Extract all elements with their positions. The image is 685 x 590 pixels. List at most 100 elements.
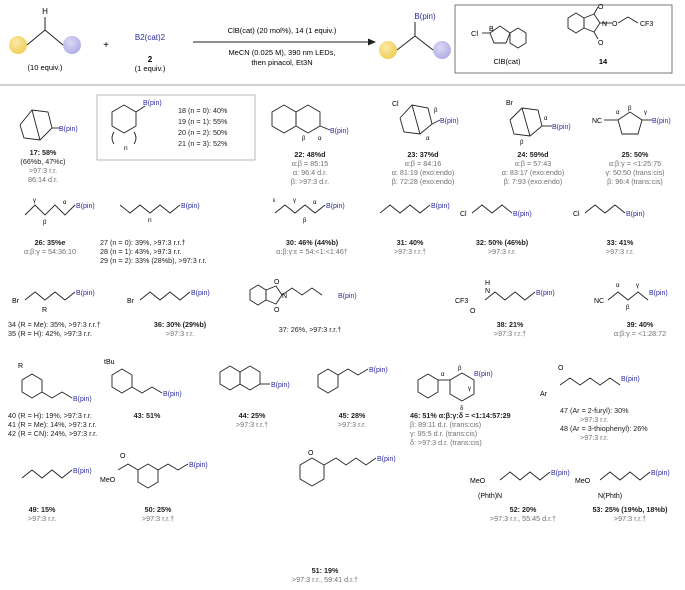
label-37: 37: 26%, >97:3 r.r.†: [278, 325, 342, 334]
structure-33: [584, 204, 626, 214]
alpha-22: α: [318, 136, 322, 142]
label-34-35: 34 (R = Me): 35%, >97:3 r.r.†35 (R = H):…: [8, 320, 101, 338]
structure-44: [219, 365, 270, 391]
label-52: 52: 20%>97:3 r.r., 55:45 d.r.†: [489, 505, 557, 523]
structure-23: [399, 104, 441, 135]
reagent-b2cat2: B2(cat)2 2 (1 equiv.): [135, 33, 166, 73]
product-yellow-substituent: [379, 41, 397, 59]
nphth-53: N(Phth): [598, 493, 622, 500]
reagent2-number: 2: [148, 55, 153, 64]
structure-39: [607, 291, 649, 301]
structure-38: [484, 291, 536, 301]
h-38: H: [485, 280, 490, 287]
br-34: Br: [12, 298, 20, 305]
meo-53: MeO: [575, 478, 591, 485]
label-49: 49: 15%>97:3 r.r.: [27, 505, 57, 523]
nc-39: NC: [594, 298, 604, 305]
beta-22: β: [302, 136, 306, 142]
compound-14-n: N: [602, 21, 607, 28]
alpha-26: α: [63, 200, 67, 206]
conditions-line2: MeCN (0.025 M), 390 nm LEDs,: [228, 48, 335, 57]
product-bpin: B(pin): [414, 12, 436, 21]
compound-14-o3: O: [612, 21, 618, 28]
bpin-37: B(pin): [338, 293, 357, 300]
structure-51: [299, 457, 377, 487]
bpin-22: B(pin): [330, 128, 349, 135]
eps-30: ε: [273, 198, 276, 204]
structure-34-35: [24, 291, 76, 301]
o-37b: O: [274, 307, 280, 314]
o-38: O: [470, 308, 476, 315]
label-33: 33: 41%>97:3 r.r.: [605, 238, 635, 256]
structure-50: [117, 463, 189, 489]
label-45: 45: 28%>97:3 r.r.: [337, 411, 367, 429]
label-32: 32: 50% (46%b)>97:3 r.r.: [475, 238, 529, 256]
structure-53: [599, 471, 651, 481]
meo-50: MeO: [100, 477, 116, 484]
label-18-21: 18 (n = 0): 40%19 (n = 1): 55% 20 (n = 2…: [178, 106, 228, 148]
beta-25: β: [628, 106, 632, 112]
structure-40-42: [21, 373, 73, 399]
n-37: N: [282, 293, 287, 300]
nc-25: NC: [592, 118, 602, 125]
alpha-30: α: [313, 200, 317, 206]
structure-43: [111, 368, 163, 394]
bpin-47: B(pin): [621, 376, 640, 383]
label-36: 36: 30% (29%b)>97:3 r.r.: [153, 320, 207, 338]
label-17: 17: 58%(66%b, 47%c) >97:3 r.r.86:14 d.r.: [20, 148, 66, 184]
tbu-43: tBu: [104, 359, 115, 366]
structure-26: [24, 204, 76, 216]
label-39: 39: 40%α:β:γ = <1:28:72: [613, 320, 667, 338]
bpin-34: B(pin): [76, 290, 95, 297]
compound-14-label: 14: [599, 57, 608, 66]
label-53: 53: 25% (19%b, 18%b)>97:3 r.r.†: [592, 505, 668, 523]
structure-45: [317, 368, 369, 394]
bpin-26: B(pin): [76, 203, 95, 210]
n-38: N: [485, 288, 490, 295]
cl-23: Cl: [392, 101, 399, 108]
reagent-box-border: [454, 4, 673, 74]
ar-47: Ar: [540, 391, 548, 398]
structure-25: [604, 111, 652, 135]
conditions-line3: then pinacol, Et3N: [251, 58, 312, 67]
label-51: 51: 19%>97:3 r.r., 59:41 d.r.†: [291, 566, 359, 584]
reagent-alkane: H (10 equiv.): [9, 7, 81, 72]
label-44: 44: 25%>97:3 r.r.†: [235, 411, 269, 429]
structure-49: [21, 469, 73, 479]
bpin-33: B(pin): [626, 211, 645, 218]
br-36: Br: [127, 298, 135, 305]
n-sub-18: n: [124, 145, 128, 152]
alpha-25: α: [616, 110, 620, 116]
bpin-38: B(pin): [536, 290, 555, 297]
compound-14-o2: O: [598, 40, 604, 47]
bpin-24: B(pin): [552, 124, 571, 131]
structure-17: [19, 109, 60, 141]
bpin-25: B(pin): [652, 118, 671, 125]
bpin-43: B(pin): [163, 391, 182, 398]
r-34: R: [42, 307, 47, 314]
o-51: O: [308, 450, 314, 457]
beta-23: β: [434, 108, 438, 114]
clbcat-label: ClB(cat): [493, 57, 521, 66]
compound-14-structure: [567, 6, 639, 40]
reagent2-formula: B2(cat)2: [135, 33, 166, 42]
gamma-39: γ: [636, 283, 639, 289]
meo-52: MeO: [470, 478, 486, 485]
structure-18-21: [111, 104, 146, 145]
gamma-26: γ: [33, 198, 36, 204]
clbcat-structure: [482, 25, 527, 49]
bpin-27: B(pin): [181, 203, 200, 210]
reagent-purple-substituent: [63, 36, 81, 54]
structure-47-48: [559, 377, 621, 386]
cl-32: Cl: [460, 211, 467, 218]
label-38: 38: 21%>97:3 r.r.†: [493, 320, 527, 338]
alpha-24: α: [544, 116, 548, 122]
label-27-29: 27 (n = 0): 39%, >97:3 r.r.†28 (n = 1): …: [100, 238, 207, 265]
structure-46: [417, 372, 475, 402]
conditions-line1: ClB(cat) (20 mol%), 14 (1 equiv.): [228, 26, 337, 35]
bpin-51: B(pin): [377, 456, 396, 463]
